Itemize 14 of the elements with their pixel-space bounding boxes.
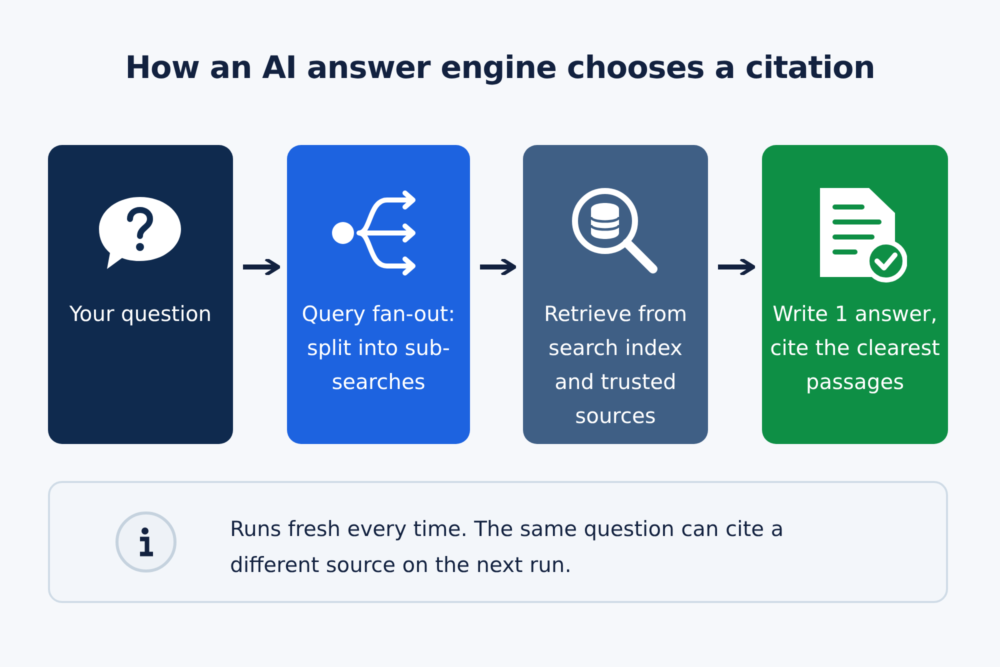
arrow — [480, 257, 516, 277]
step-label: Your question — [68, 301, 213, 328]
process-card — [48, 145, 233, 444]
process-card — [762, 145, 948, 444]
process-card — [287, 145, 470, 444]
note-text: Runs fresh every time. The same question can cite a different source on the next run. — [230, 516, 785, 579]
process-card — [523, 145, 708, 444]
arrow — [243, 257, 280, 277]
step-label: Retrieve from search index and trusted sources — [542, 301, 688, 430]
step-label: Query fan-out: split into sub-searches — [300, 301, 456, 396]
diagram-title: How an AI answer engine chooses a citation — [124, 50, 876, 86]
info-panel — [48, 481, 948, 603]
step-label: Write 1 answer, cite the clearest passages — [770, 301, 940, 396]
arrow — [718, 257, 756, 277]
